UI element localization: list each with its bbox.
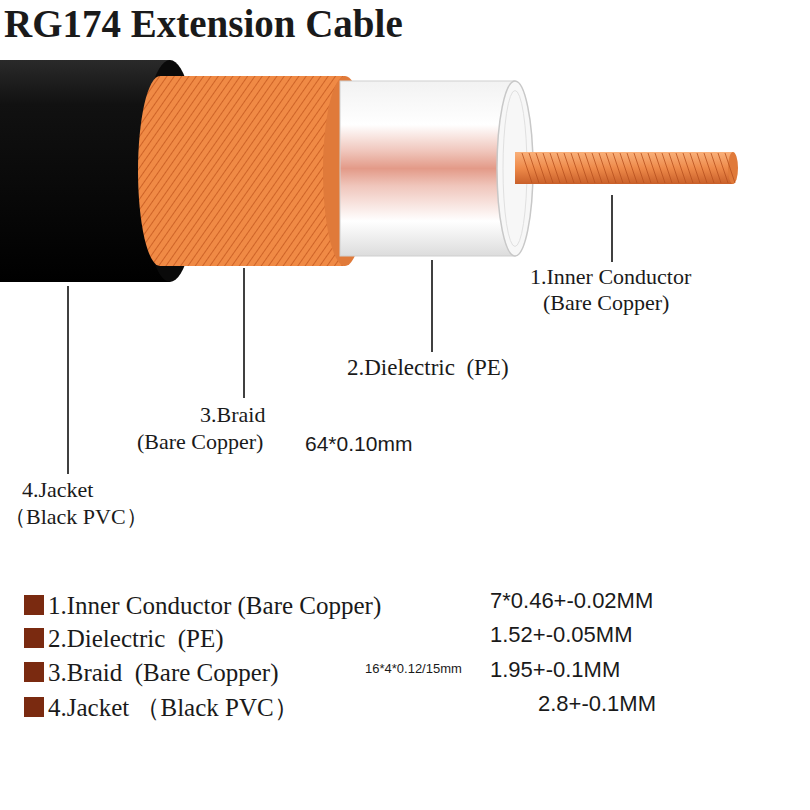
dielectric [340, 81, 533, 256]
braid-spec: 64*0.10mm [305, 432, 412, 456]
dimension: 1.95+-0.1MM [490, 657, 620, 682]
part-material: （Black PVC） [4, 504, 148, 529]
part-material: (Bare Copper) [543, 290, 669, 315]
inner-conductor [515, 152, 738, 184]
jacket [0, 60, 198, 282]
legend-text: 1.Inner Conductor (Bare Copper) [48, 592, 381, 621]
part-name: 1.Inner Conductor [530, 264, 691, 289]
legend-swatch [24, 595, 44, 615]
part-name: 4.Jacket [22, 477, 93, 502]
legend-swatch [24, 662, 44, 682]
part-name: 2.Dielectric (PE) [347, 355, 509, 381]
dimension: 1.52+-0.05MM [490, 622, 632, 647]
title: RG174 Extension Cable [4, 2, 403, 47]
braid [138, 76, 367, 266]
legend-swatch [24, 628, 44, 648]
braid-spec: 16*4*0.12/15mm [365, 662, 462, 677]
legend-text: 2.Dielectric (PE) [48, 625, 224, 654]
part-material: (Bare Copper) [137, 429, 263, 454]
legend-text: 3.Braid (Bare Copper) [48, 659, 278, 688]
legend-text: 4.Jacket （Black PVC） [48, 694, 299, 723]
leader-lines [68, 195, 612, 474]
dimension: 2.8+-0.1MM [538, 691, 656, 716]
legend-swatch [24, 697, 44, 717]
dimension: 7*0.46+-0.02MM [490, 588, 653, 613]
part-name: 3.Braid [200, 402, 265, 427]
